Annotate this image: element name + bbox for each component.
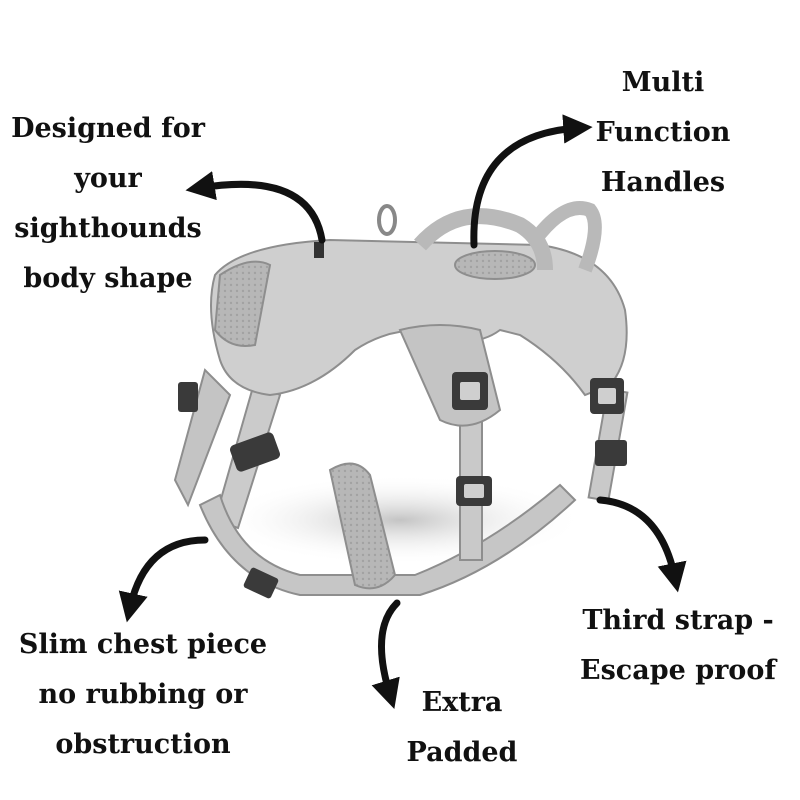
callout-body-shape: Designed for your sighthounds body shape <box>8 104 208 304</box>
callout-line: Multi <box>621 67 705 98</box>
callout-line: Handles <box>600 167 726 198</box>
arrow-padded <box>371 599 401 710</box>
callout-padded: Extra Padded <box>402 678 522 778</box>
callout-line: Slim chest piece <box>18 629 268 660</box>
callout-line: Extra <box>421 687 503 718</box>
callout-third-strap: Third strap - Escape proof <box>574 596 782 696</box>
callout-line: no rubbing or <box>38 679 248 710</box>
callout-line: Padded <box>406 737 518 768</box>
arrow-third <box>596 496 687 593</box>
callout-line: obstruction <box>55 729 231 760</box>
callout-line: Designed for <box>11 113 205 144</box>
callout-line: Third strap - <box>582 605 774 636</box>
arrow-slim <box>118 536 209 623</box>
callout-handles: Multi Function Handles <box>588 58 738 208</box>
callout-line: your <box>74 163 142 194</box>
callout-line: Function <box>595 117 731 148</box>
callout-line: sighthounds <box>14 213 202 244</box>
harness-image <box>173 201 629 596</box>
callout-line: Escape proof <box>580 655 776 686</box>
arrow-handles <box>470 114 593 249</box>
arrow-designed <box>185 171 326 244</box>
callout-line: body shape <box>23 263 193 294</box>
callout-chest-piece: Slim chest piece no rubbing or obstructi… <box>18 620 268 770</box>
